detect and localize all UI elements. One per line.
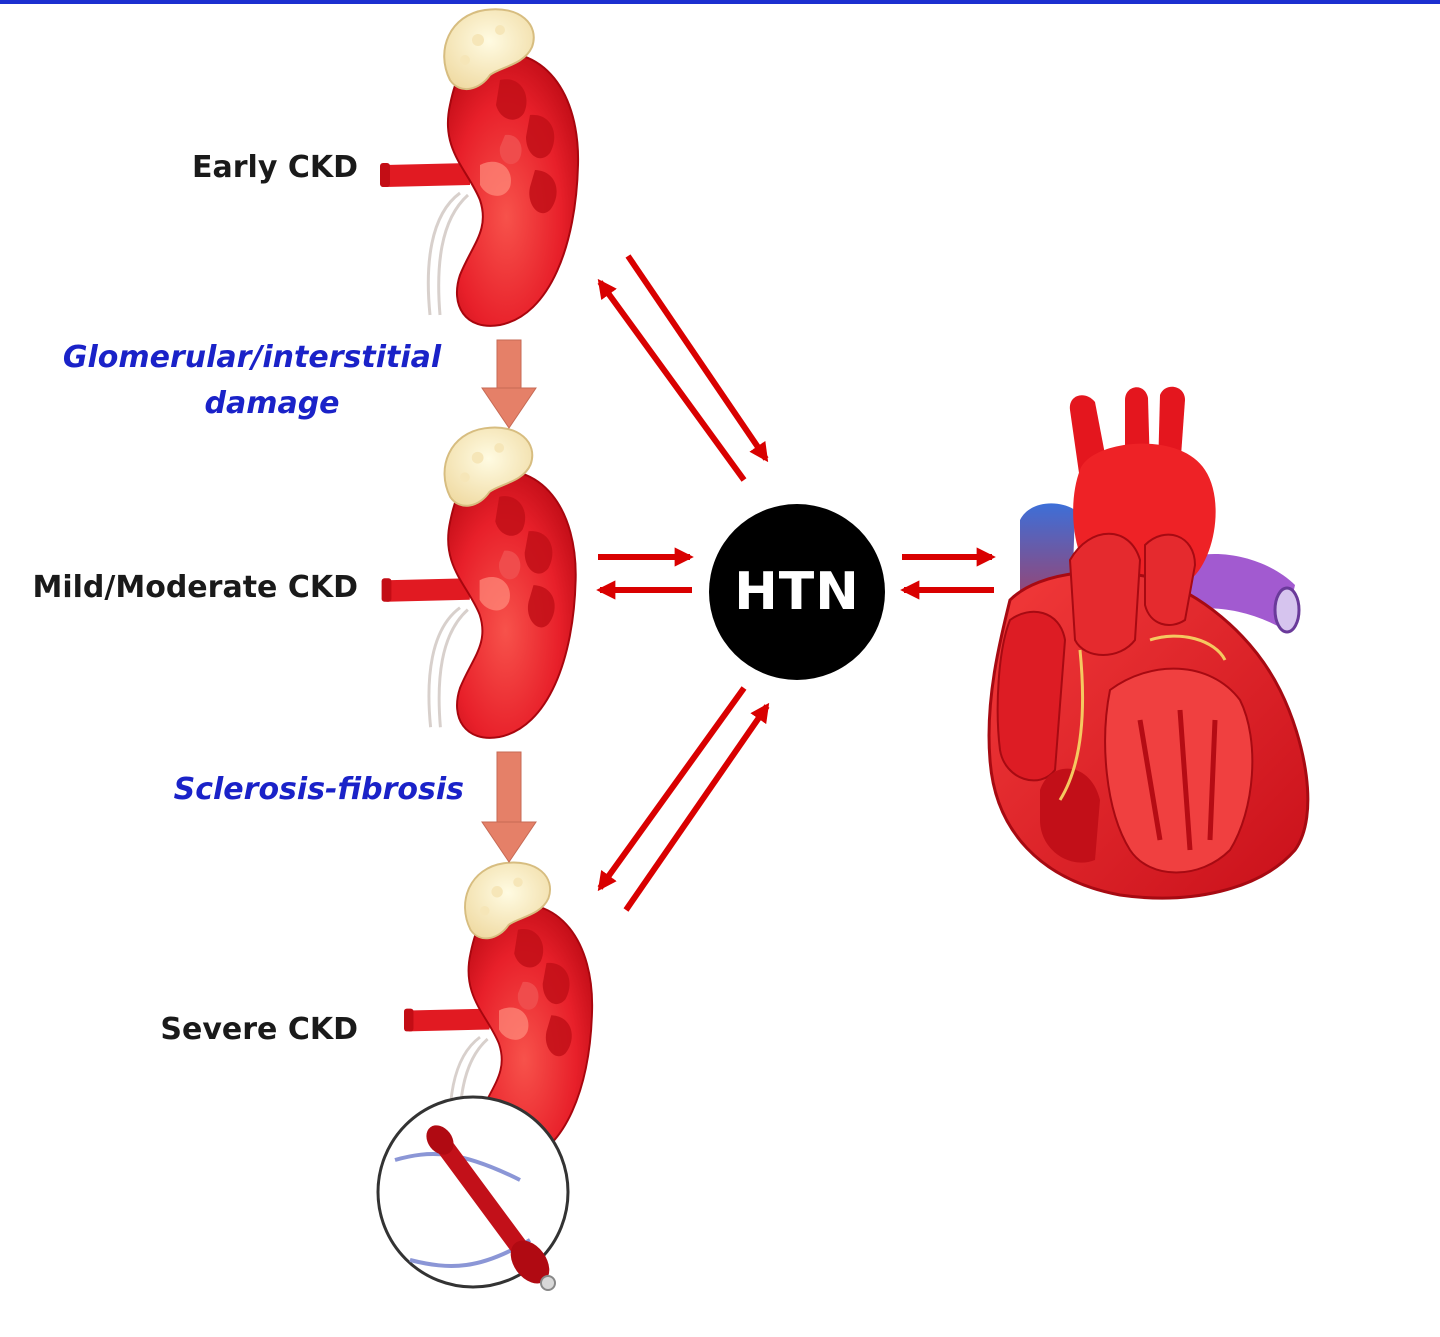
top-rule — [0, 0, 1440, 4]
progression-arrow-2 — [481, 751, 537, 863]
heart-icon — [987, 386, 1310, 900]
arrows-early-htn — [597, 254, 769, 482]
arrows-htn-heart — [900, 547, 996, 600]
dialyzer-icon — [376, 1095, 570, 1291]
process-label-damage-line2: damage — [204, 386, 340, 421]
stage-label-early: Early CKD — [192, 150, 358, 185]
htn-label: HTN — [734, 562, 860, 622]
kidney-icon — [380, 426, 578, 740]
process-label-damage: Glomerular/interstitial damage — [40, 335, 464, 427]
process-label-damage-line1: Glomerular/interstitial — [62, 340, 442, 375]
arrows-severe-htn — [597, 686, 770, 912]
stage-label-severe: Severe CKD — [160, 1012, 358, 1047]
progression-arrow-1 — [481, 339, 537, 429]
arrows-mild-htn — [596, 547, 694, 600]
htn-circle — [709, 504, 885, 680]
kidney-icon — [378, 7, 580, 328]
stage-label-mild: Mild/Moderate CKD — [32, 570, 358, 605]
process-label-sclerosis: Sclerosis-fibrosis — [173, 772, 464, 807]
